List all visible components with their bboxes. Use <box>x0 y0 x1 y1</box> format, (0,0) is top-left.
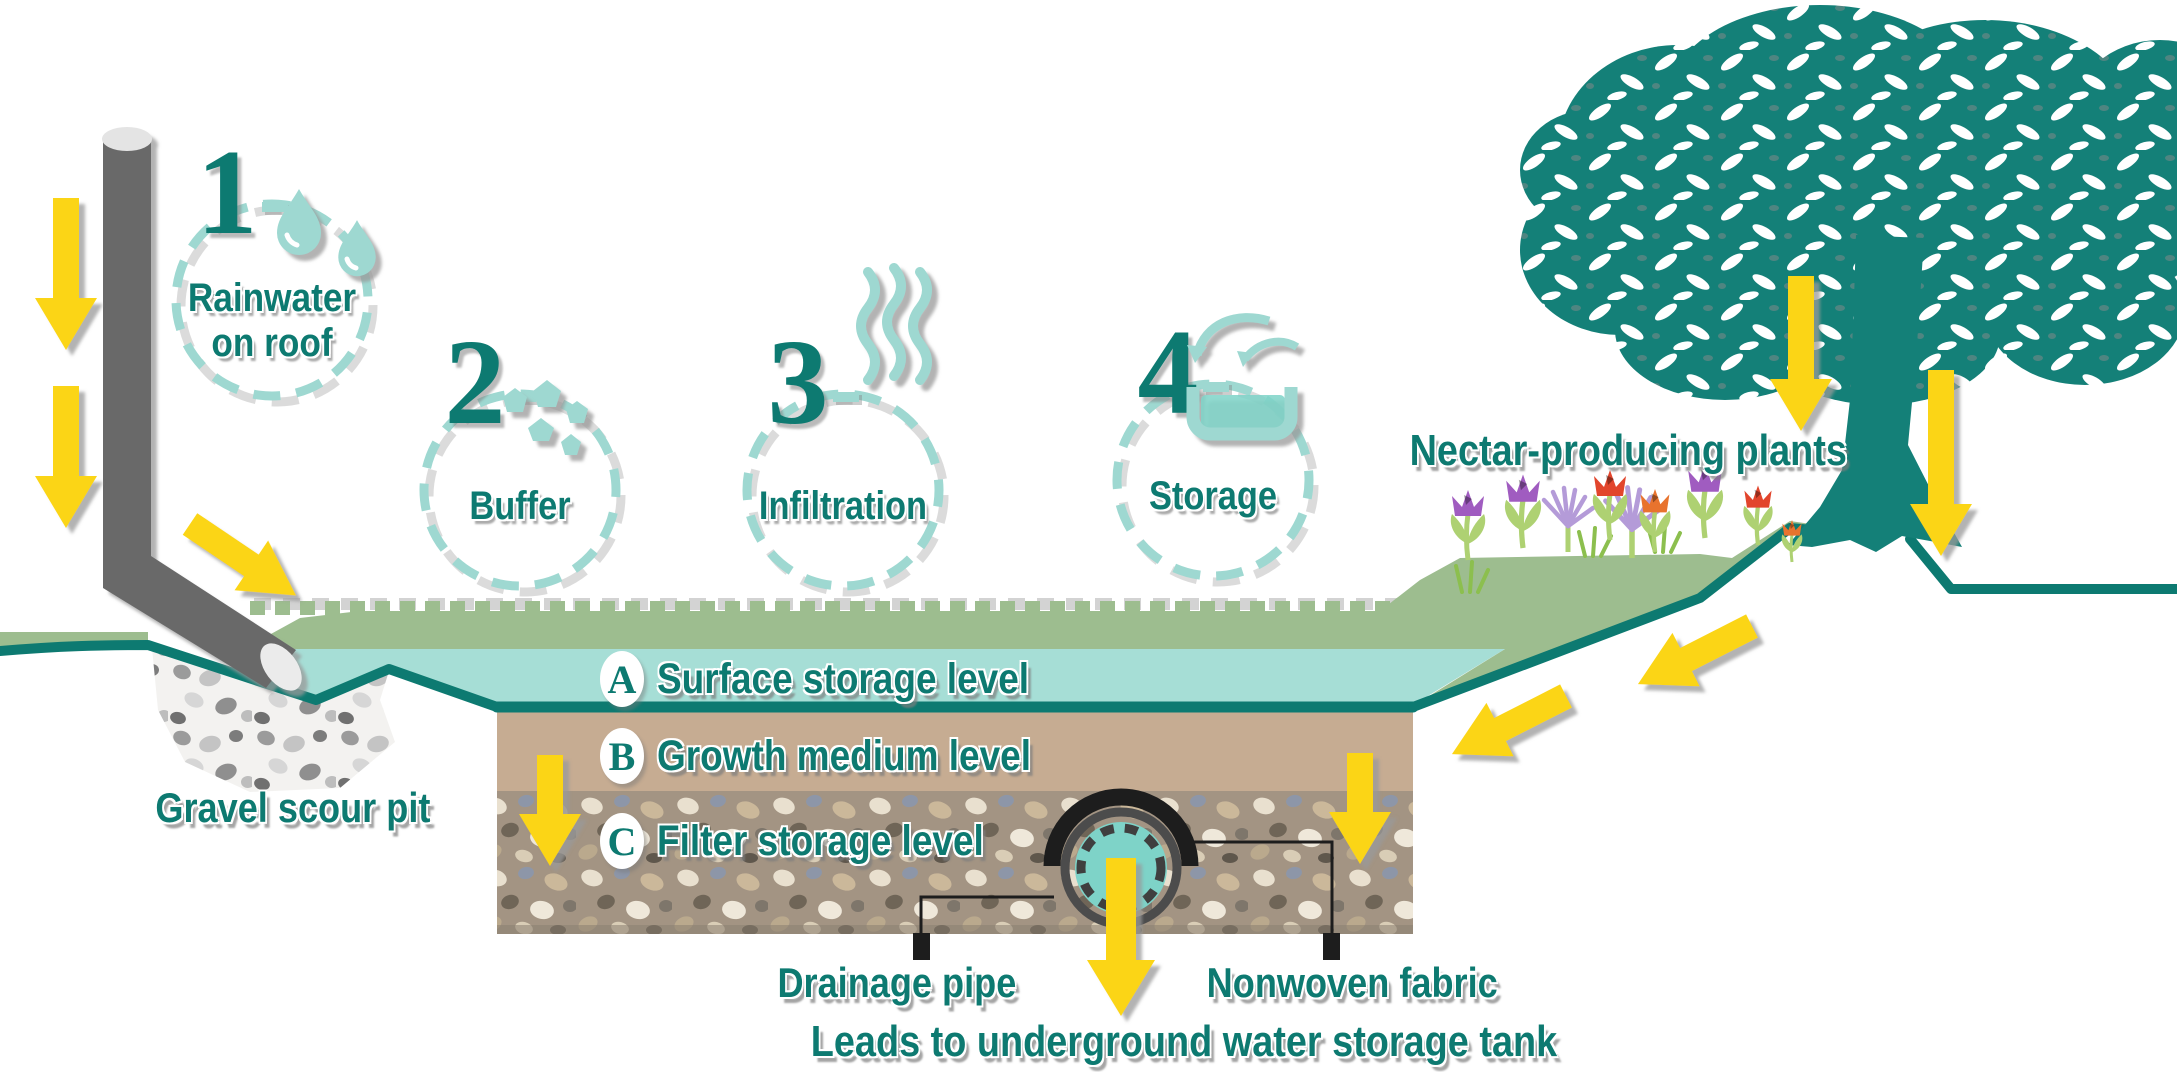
flow-arrow-to-tank <box>1087 858 1155 1016</box>
tree-trunk <box>1788 235 1962 552</box>
surface-storage-water <box>225 649 1505 705</box>
flow-arrow <box>519 755 581 866</box>
level-badge-b: B <box>600 728 644 784</box>
nonwoven-fabric-tick <box>1323 933 1340 960</box>
drainage-pipe-label: Drainage pipe <box>777 959 1017 1006</box>
water-drops-icon <box>277 189 376 277</box>
nonwoven-fabric-label: Nonwoven fabric <box>1206 959 1498 1006</box>
number-dash <box>833 392 859 402</box>
flow-arrows <box>35 198 1972 1016</box>
level-badge-c: C <box>600 813 644 869</box>
step-circle-infiltration: 3 Infiltration <box>733 263 953 600</box>
level-label: Surface storage level <box>657 654 1030 703</box>
tree <box>1520 5 2177 552</box>
number-dash <box>1203 382 1229 392</box>
step-number: 3 <box>767 315 829 450</box>
drainage-pipe-tick <box>913 933 930 960</box>
storage-basin-icon <box>1186 313 1300 441</box>
flow-arrow <box>1910 370 1972 556</box>
step-label: Infiltration <box>758 484 928 528</box>
leads-to-tank-label: Leads to underground water storage tank <box>810 1017 1558 1066</box>
filter-storage-layer <box>497 791 1413 934</box>
level-row-surface-storage: A Surface storage level <box>600 650 1090 708</box>
level-badge-a: A <box>600 651 644 707</box>
step-circle-buffer: 2 Buffer <box>410 322 630 600</box>
filter-layer-bottom-shade <box>497 925 1413 934</box>
level-label: Filter storage level <box>657 816 984 865</box>
flow-arrow <box>1451 684 1572 757</box>
gravel-scour-pit <box>152 648 395 792</box>
drainage-pipe-graphic <box>913 788 1340 960</box>
gravel-scour-pit-label: Gravel scour pit <box>155 784 431 831</box>
roof-downpipe <box>102 127 302 691</box>
level-row-growth-medium: B Growth medium level <box>600 727 1092 785</box>
flow-arrow <box>35 198 97 350</box>
pebbles-icon <box>503 380 588 455</box>
downpipe-top-opening <box>102 127 152 151</box>
tree-canopy <box>1520 5 2177 405</box>
flow-arrow <box>182 513 297 596</box>
flow-arrow <box>1329 753 1391 864</box>
step-label: Buffer <box>469 484 571 528</box>
step-circle-storage: 4 Storage <box>1103 312 1323 590</box>
step-label: Storage <box>1148 474 1278 518</box>
step-label: Rainwater on roof <box>187 276 357 365</box>
level-row-filter-storage: C Filter storage level <box>600 812 1037 870</box>
flow-arrow <box>1770 276 1832 431</box>
infiltration-vapour-icon <box>856 263 932 385</box>
level-label: Growth medium level <box>657 731 1031 780</box>
flow-arrow <box>35 386 97 528</box>
annotation-connectors <box>919 840 1334 933</box>
downpipe-outlet <box>260 643 302 691</box>
step-number: 1 <box>196 125 258 260</box>
step-circle-rainwater: 1 Rainwater on roof <box>162 132 382 410</box>
number-dash <box>262 202 288 212</box>
flow-arrow <box>1637 614 1758 687</box>
growth-medium-layer <box>497 711 1413 791</box>
nectar-plants-label: Nectar-producing plants <box>1409 426 1847 475</box>
step-number: 2 <box>444 315 506 450</box>
